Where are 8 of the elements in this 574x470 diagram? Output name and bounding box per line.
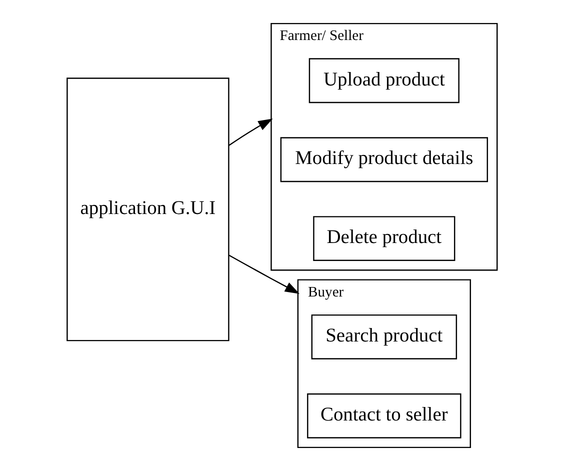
node-box: Upload product xyxy=(308,58,460,103)
node-box: application G.U.I xyxy=(66,77,230,341)
arrow xyxy=(228,118,273,146)
arrow xyxy=(228,254,300,294)
node-box: Search product xyxy=(311,314,458,359)
node-box: Delete product xyxy=(313,216,456,260)
node-box: Contact to seller xyxy=(307,392,462,438)
node-box: Modify product details xyxy=(280,136,488,182)
